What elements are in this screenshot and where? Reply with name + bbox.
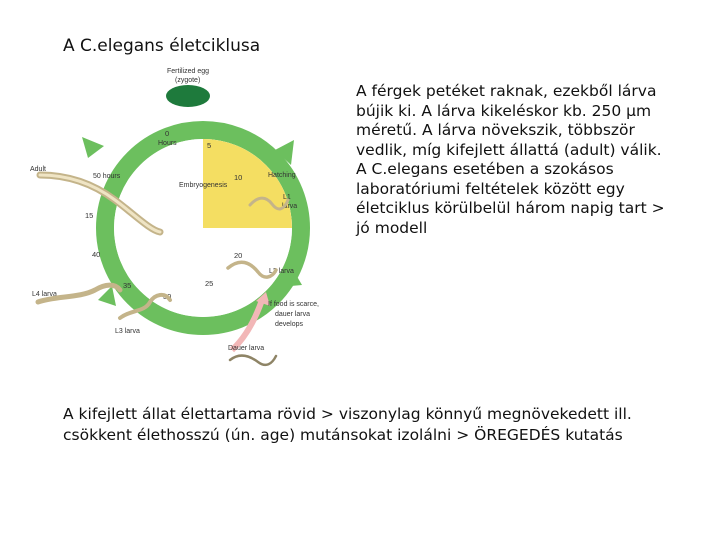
ring-number: 20 [234,251,242,260]
bottom-line: A kifejlett állat élettartama rövid > vi… [63,405,632,423]
l4-larva-label: L4 larva [32,291,57,298]
l3-worm [118,293,172,320]
bottom-line: csökkent élethosszú (ún. age) mutánsokat… [63,426,623,444]
ring-number: 25 [205,279,213,288]
adult-label: Adult [30,166,46,173]
ring-arrow [275,140,294,165]
description-line: jó modell [356,218,428,237]
hours-label: Hours [158,140,177,147]
description-line: laboratóriumi feltételek között egy [356,179,625,198]
zygote-label: (zygote) [175,77,200,84]
description-line: méretű. A lárva növekszik, többször [356,121,635,139]
description-line: A C.elegans esetében a szokásos [356,160,614,178]
dauer-note-line: If food is scarce, [268,301,319,308]
fertilized-egg-label: Fertilized egg [167,68,209,75]
l1-label: L1 [283,194,291,201]
fifty-hours-label: 50 hours [93,173,121,180]
l2-worm [226,260,278,279]
description-line: bújik ki. A lárva kikeléskor kb. 250 µm [356,101,652,120]
dauer-arrow [229,299,265,353]
dauer-worm [228,354,278,367]
hours-zero: 0 [165,129,169,138]
description-text: A férgek petéket raknak, ezekből lárva b… [356,82,706,238]
ring-number: 15 [85,211,93,220]
l1-worm [248,196,290,211]
page-title: A C.elegans életciklusa [63,36,261,56]
ring-arrow [82,137,104,158]
ring-arrow [280,268,302,287]
l1-larva-label: larva [282,203,297,210]
dauer-note-line: develops [275,321,304,328]
embryogenesis-label: Embryogenesis [179,182,228,189]
description-line: A férgek petéket raknak, ezekből lárva [356,82,657,100]
dauer-note-line: dauer larva [275,311,310,318]
l2-larva-label: L2 larva [269,268,294,275]
ring-arrow [98,286,116,306]
cycle-ring [96,121,310,335]
ring-number: 5 [207,141,211,150]
bottom-text: A kifejlett állat élettartama rövid > vi… [63,404,713,446]
hatching-label: Hatching [268,172,296,179]
l3-larva-label: L3 larva [115,328,140,335]
l4-worm [35,282,123,305]
description-line: életciklus körülbelül három napig tart > [356,199,665,217]
fertilized-egg [166,85,210,107]
dauer-arrow-head [256,292,270,306]
ring-number: 35 [123,281,131,290]
ring-number: 10 [234,173,242,182]
description-line: vedlik, míg kifejlett állattá (adult) vá… [356,140,662,159]
embryogenesis-wedge [203,139,292,228]
ring-number: 40 [92,250,100,259]
adult-worm-highlight [38,173,162,234]
dauer-larva-label: Dauer larva [228,345,264,352]
